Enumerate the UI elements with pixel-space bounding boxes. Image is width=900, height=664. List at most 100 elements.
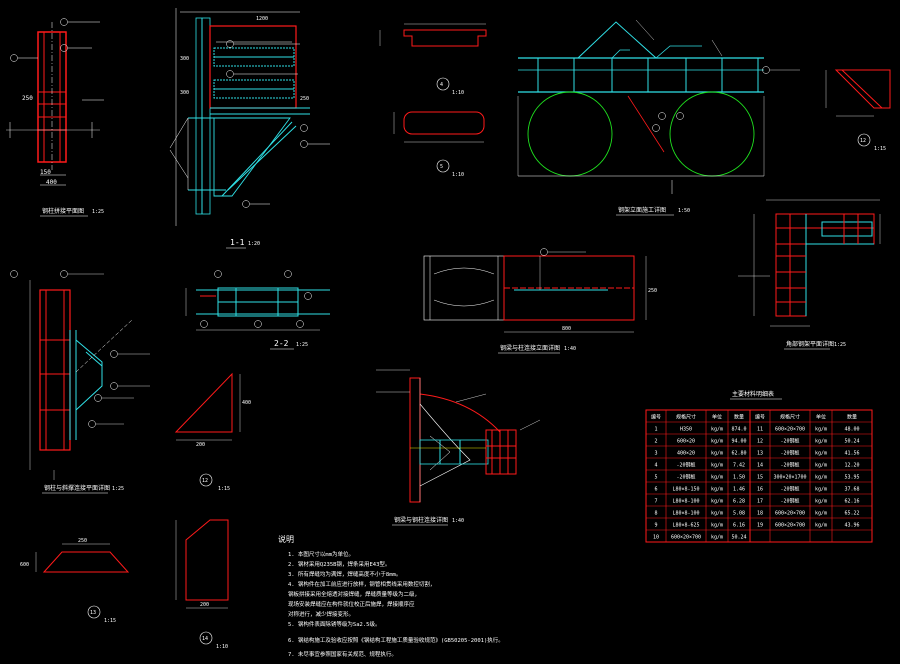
table-cell: 50.24 [844, 439, 859, 445]
view-section-2-2: 2-2 1:25 [185, 270, 330, 350]
table-cell: kg/m [711, 439, 723, 445]
table-cell: 8 [654, 511, 657, 517]
frame-elev-scale: 1:50 [678, 208, 690, 214]
note-line-8: 5. 钢构件表面除锈等级为Sa2.5级。 [288, 620, 381, 628]
table-cell: kg/m [711, 535, 723, 541]
table-cell: -20钢板 [780, 498, 799, 505]
beam-elev-dim-len: 800 [562, 326, 571, 332]
table-cell: -20钢板 [676, 474, 695, 481]
col-plan-dim-bottom: 400 [46, 179, 57, 186]
table-cell: kg/m [815, 439, 827, 445]
table-cell: 62.16 [844, 499, 859, 505]
sec22-scale: 1:25 [296, 342, 308, 348]
col-plan-title: 钢柱拼接平面图 [42, 207, 84, 215]
corner-plan-scale: 1:25 [834, 342, 846, 348]
table-cell: 600×20×700 [775, 523, 805, 529]
table-cell: H350 [680, 427, 692, 433]
det13-number: 13 [90, 610, 96, 616]
note-line-4: 4. 钢构件在加工前应进行放样，钢管相贯线采用数控切割， [288, 580, 435, 588]
table-cell: kg/m [815, 451, 827, 457]
sec11-title: 1-1 [230, 238, 245, 247]
det14-dim-w: 200 [200, 602, 209, 608]
table-title: 主要材料明细表 [732, 390, 774, 398]
connect-detail-title: 钢梁与钢柱连接详图 [394, 516, 448, 524]
table-cell: 3 [654, 451, 657, 457]
table-cell: kg/m [815, 511, 827, 517]
table-cell: -20钢板 [780, 462, 799, 469]
det13-dim-w: 250 [78, 538, 87, 544]
table-cell: kg/m [711, 463, 723, 469]
note-line-10: 7. 未尽事宜参照国家有关规范、规程执行。 [288, 650, 397, 658]
view-corner-plan: 角部钢架平面详图 1:25 [738, 199, 881, 350]
note-line-6: 现场安装焊缝应在构件就位校正后施焊，焊接顺序应 [288, 600, 415, 608]
table-cell: 874.0 [731, 427, 746, 433]
table-header-cell: 编号 [651, 414, 661, 421]
table-cell: 1.50 [733, 475, 745, 481]
detail-5-scale: 1:10 [452, 172, 464, 178]
table-cell: -20钢板 [780, 486, 799, 493]
table-cell: 9 [654, 523, 657, 529]
table-cell: kg/m [711, 427, 723, 433]
connect-detail-scale: 1:40 [452, 518, 464, 524]
table-cell: 18 [757, 511, 763, 517]
table-cell: 65.22 [844, 511, 859, 517]
table-cell: 600×20 [677, 439, 695, 445]
table-cell: 2 [654, 439, 657, 445]
view-column-plan: 400 150 250 钢柱拼接平面图 1:25 [6, 18, 104, 217]
table-cell: kg/m [711, 511, 723, 517]
table-cell: 6.16 [733, 523, 745, 529]
table-cell: 43.96 [844, 523, 859, 529]
table-cell: 16 [757, 487, 763, 493]
view-beam-elevation: 800 250 钢梁与柱连接立面详图 1:40 [423, 248, 657, 354]
tri12-scale: 1:15 [218, 486, 230, 492]
table-cell: -20钢板 [780, 438, 799, 445]
table-cell: 48.00 [844, 427, 859, 433]
tri12-dim-w: 200 [196, 442, 205, 448]
frame-elev-title: 钢架立面施工详图 [618, 206, 666, 214]
col-plan-dim-top: 150 [40, 169, 51, 176]
det13-dim-h: 600 [20, 562, 29, 568]
table-cell: kg/m [711, 523, 723, 529]
beam-elev-title: 钢梁与柱连接立面详图 [500, 344, 560, 352]
note-line-9: 6. 钢结构施工及验收应按照《钢结构工程施工质量验收规范》(GB50205-20… [288, 636, 504, 644]
view-detail-13: 250 600 13 1:15 [20, 538, 130, 624]
sec11-dim-b: 300 [180, 90, 189, 96]
table-cell: kg/m [815, 523, 827, 529]
view-detail-14: 200 14 1:10 [175, 519, 229, 650]
table-cell: 400×20 [677, 451, 695, 457]
det14-scale: 1:10 [216, 644, 228, 650]
detail-4-scale: 1:10 [452, 90, 464, 96]
corner-plan-title: 角部钢架平面详图 [786, 340, 834, 348]
det13-scale: 1:15 [104, 618, 116, 624]
table-cell: 50.24 [731, 535, 746, 541]
table-cell: 53.95 [844, 475, 859, 481]
sec22-title: 2-2 [274, 339, 289, 348]
table-header-cell: 单位 [712, 414, 722, 421]
table-cell: kg/m [711, 499, 723, 505]
table-cell: 12 [757, 439, 763, 445]
table-header-cell: 数量 [734, 414, 744, 421]
table-cell: L80×8-100 [672, 499, 699, 505]
table-header-cell: 单位 [816, 414, 826, 421]
table-cell: 7 [654, 499, 657, 505]
table-cell: 10 [653, 535, 659, 541]
notes-heading: 说明 [278, 534, 294, 544]
table-cell: kg/m [711, 487, 723, 493]
note-line-3: 3. 所有焊缝均为满焊，焊缝高度不小于8mm。 [288, 570, 401, 578]
table-cell: kg/m [815, 487, 827, 493]
note-line-1: 1. 本图尺寸以mm为单位。 [288, 550, 354, 558]
table-cell: 1 [654, 427, 657, 433]
table-cell: -20钢板 [780, 450, 799, 457]
view-section-1-1: 1200 300 300 250 1-1 1:20 [169, 8, 330, 249]
note-line-7: 对称进行，减少焊接变形。 [288, 610, 354, 618]
view-detail-5: 5 1:10 [393, 111, 485, 178]
view-detail-12-triangle: 200 400 12 1:15 [174, 372, 251, 492]
sec11-dim-a: 300 [180, 56, 189, 62]
table-cell: 17 [757, 499, 763, 505]
table-cell: 12.20 [844, 463, 859, 469]
table-cell: 41.56 [844, 451, 859, 457]
table-cell: 4 [654, 463, 657, 469]
